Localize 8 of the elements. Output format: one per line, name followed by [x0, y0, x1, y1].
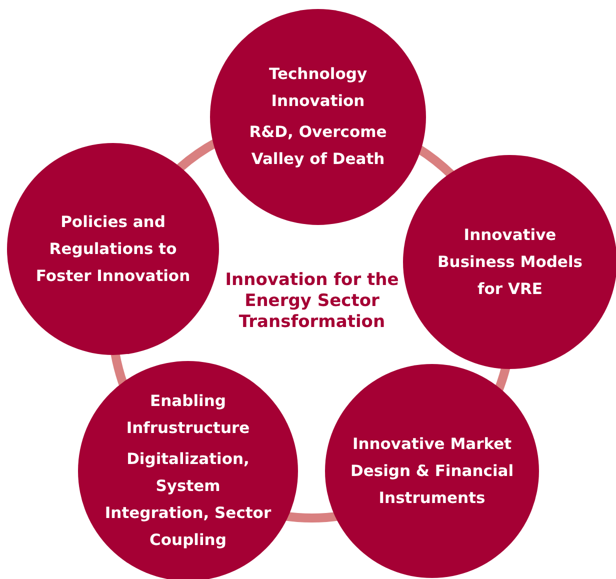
node-heading: Enabling Infrustructure [125, 391, 251, 439]
node-heading: Technology Innovation [268, 64, 368, 112]
node-text: Digitalization, System Integration, Sector Coupling [104, 449, 272, 551]
node-text: R&D, Overcome Valley of Death [248, 122, 388, 170]
center-title: Innovation for the Energy Sector Transformation [224, 270, 400, 333]
node-heading: Innovative Business Models for VRE [436, 224, 584, 300]
node-heading: Policies and Regulations to Foster Innovation [34, 212, 192, 286]
node-heading: Innovative Market Design & Financial Instruments [349, 434, 515, 508]
